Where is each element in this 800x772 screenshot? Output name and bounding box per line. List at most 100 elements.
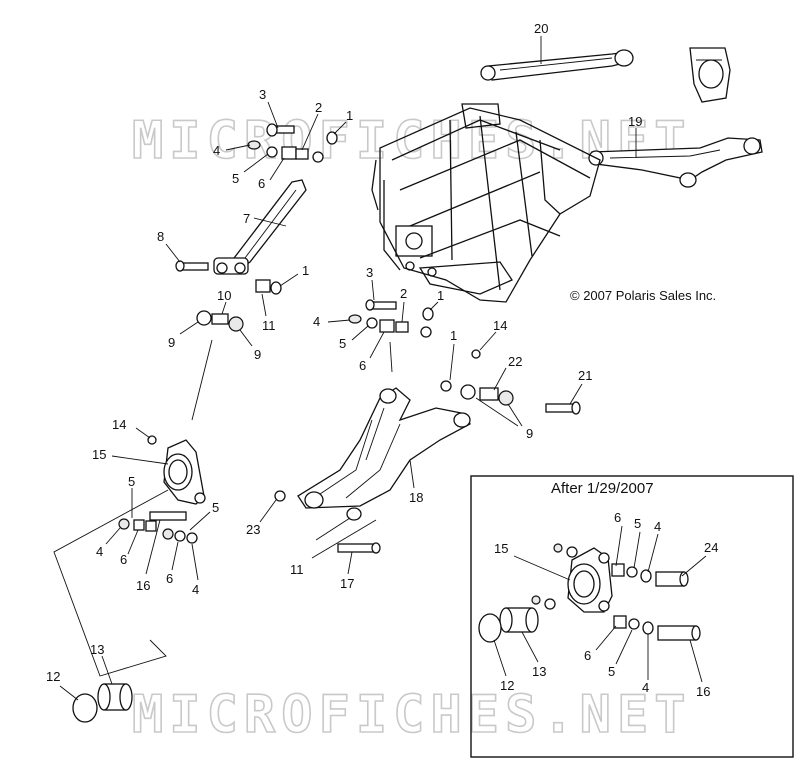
leader-5d — [189, 511, 211, 531]
callout-22: 22 — [508, 354, 522, 369]
leader-5e — [633, 531, 641, 569]
leader-4a — [225, 144, 251, 151]
leader-14a — [479, 331, 497, 351]
callout-5: 5 — [128, 474, 135, 489]
hardware-right — [440, 349, 581, 415]
callout-14: 14 — [493, 318, 507, 333]
inset-knuckle — [478, 543, 701, 643]
leader-15a — [111, 455, 169, 465]
callout-6: 6 — [258, 176, 265, 191]
leader-4e — [647, 533, 659, 573]
callout-9: 9 — [526, 426, 533, 441]
callout-21: 21 — [578, 368, 592, 383]
callout-9: 9 — [254, 347, 261, 362]
hardware-middle — [348, 299, 434, 338]
callout-11: 11 — [262, 318, 276, 333]
chassis-frame — [371, 103, 601, 303]
leader-6a — [269, 157, 285, 181]
callout-6: 6 — [614, 510, 621, 525]
callout-8: 8 — [157, 229, 164, 244]
callout-16: 16 — [696, 684, 710, 699]
leader-17 — [347, 551, 353, 575]
callout-6: 6 — [359, 358, 366, 373]
callout-4: 4 — [213, 143, 220, 158]
callout-12: 12 — [46, 669, 60, 684]
leader-5a — [243, 153, 269, 173]
callout-4: 4 — [313, 314, 320, 329]
leader-middle-down — [389, 341, 393, 373]
callout-1: 1 — [302, 263, 309, 278]
inset-box — [470, 475, 794, 758]
part-18-trailing-arm — [274, 387, 471, 554]
leader-3b — [371, 279, 375, 301]
callout-13: 13 — [532, 664, 546, 679]
leader-9a — [179, 321, 199, 335]
callout-20: 20 — [534, 21, 548, 36]
callout-18: 18 — [409, 490, 423, 505]
leader-8 — [165, 243, 181, 263]
leader-5b — [351, 325, 369, 341]
callout-3: 3 — [366, 265, 373, 280]
callout-13: 13 — [90, 642, 104, 657]
callout-12: 12 — [500, 678, 514, 693]
callout-10: 10 — [217, 288, 231, 303]
leader-1d — [449, 343, 455, 381]
callout-5: 5 — [608, 664, 615, 679]
leader-4d — [191, 543, 199, 581]
leader-12b — [493, 639, 507, 677]
leader-6c — [127, 529, 139, 555]
callout-6: 6 — [584, 648, 591, 663]
leader-18 — [409, 459, 415, 489]
leader-9c-a — [475, 397, 519, 427]
leader-1a — [333, 121, 347, 135]
leader-21 — [569, 383, 583, 405]
leader-3a — [267, 101, 279, 129]
leader-4c — [105, 527, 121, 545]
callout-6: 6 — [166, 571, 173, 586]
hardware-mid-left — [196, 279, 282, 332]
clamp-bracket — [689, 47, 731, 103]
callout-4: 4 — [192, 582, 199, 597]
leader-14b — [135, 427, 151, 439]
callout-15: 15 — [92, 447, 106, 462]
callout-4: 4 — [642, 680, 649, 695]
leader-9c-b — [507, 403, 523, 427]
leader-1b — [279, 273, 299, 287]
leader-13a — [101, 655, 113, 685]
leader-16b — [689, 639, 703, 683]
callout-24: 24 — [704, 540, 718, 555]
watermark-bottom: MICROFICHES.NET — [132, 685, 692, 745]
leader-9b — [239, 329, 253, 347]
callout-15: 15 — [494, 541, 508, 556]
leader-11b-a — [311, 519, 377, 559]
callout-1: 1 — [450, 328, 457, 343]
leader-6e — [615, 525, 623, 567]
callout-5: 5 — [212, 500, 219, 515]
leader-9-to-15 — [191, 339, 213, 421]
callout-4: 4 — [654, 519, 661, 534]
leader-4b — [327, 319, 351, 323]
callout-16: 16 — [136, 578, 150, 593]
bearing-left — [72, 683, 133, 723]
leader-6d — [171, 541, 179, 571]
callout-2: 2 — [400, 286, 407, 301]
callout-5: 5 — [634, 516, 641, 531]
leader-7 — [253, 217, 287, 227]
leader-5f — [615, 629, 633, 665]
copyright-notice: © 2007 Polaris Sales Inc. — [570, 288, 716, 303]
leader-10 — [221, 301, 227, 315]
leader-23 — [259, 499, 277, 523]
callout-4: 4 — [96, 544, 103, 559]
leader-6b — [369, 331, 385, 359]
leader-11a — [261, 293, 267, 317]
callout-14: 14 — [112, 417, 126, 432]
callout-1: 1 — [346, 108, 353, 123]
leader-24 — [681, 555, 707, 577]
leader-11b-b — [315, 517, 351, 541]
callout-11: 11 — [290, 562, 304, 577]
leader-15b — [513, 555, 571, 581]
callout-17: 17 — [340, 576, 354, 591]
part-8-bolt — [175, 260, 209, 272]
inset-title: After 1/29/2007 — [551, 480, 654, 497]
